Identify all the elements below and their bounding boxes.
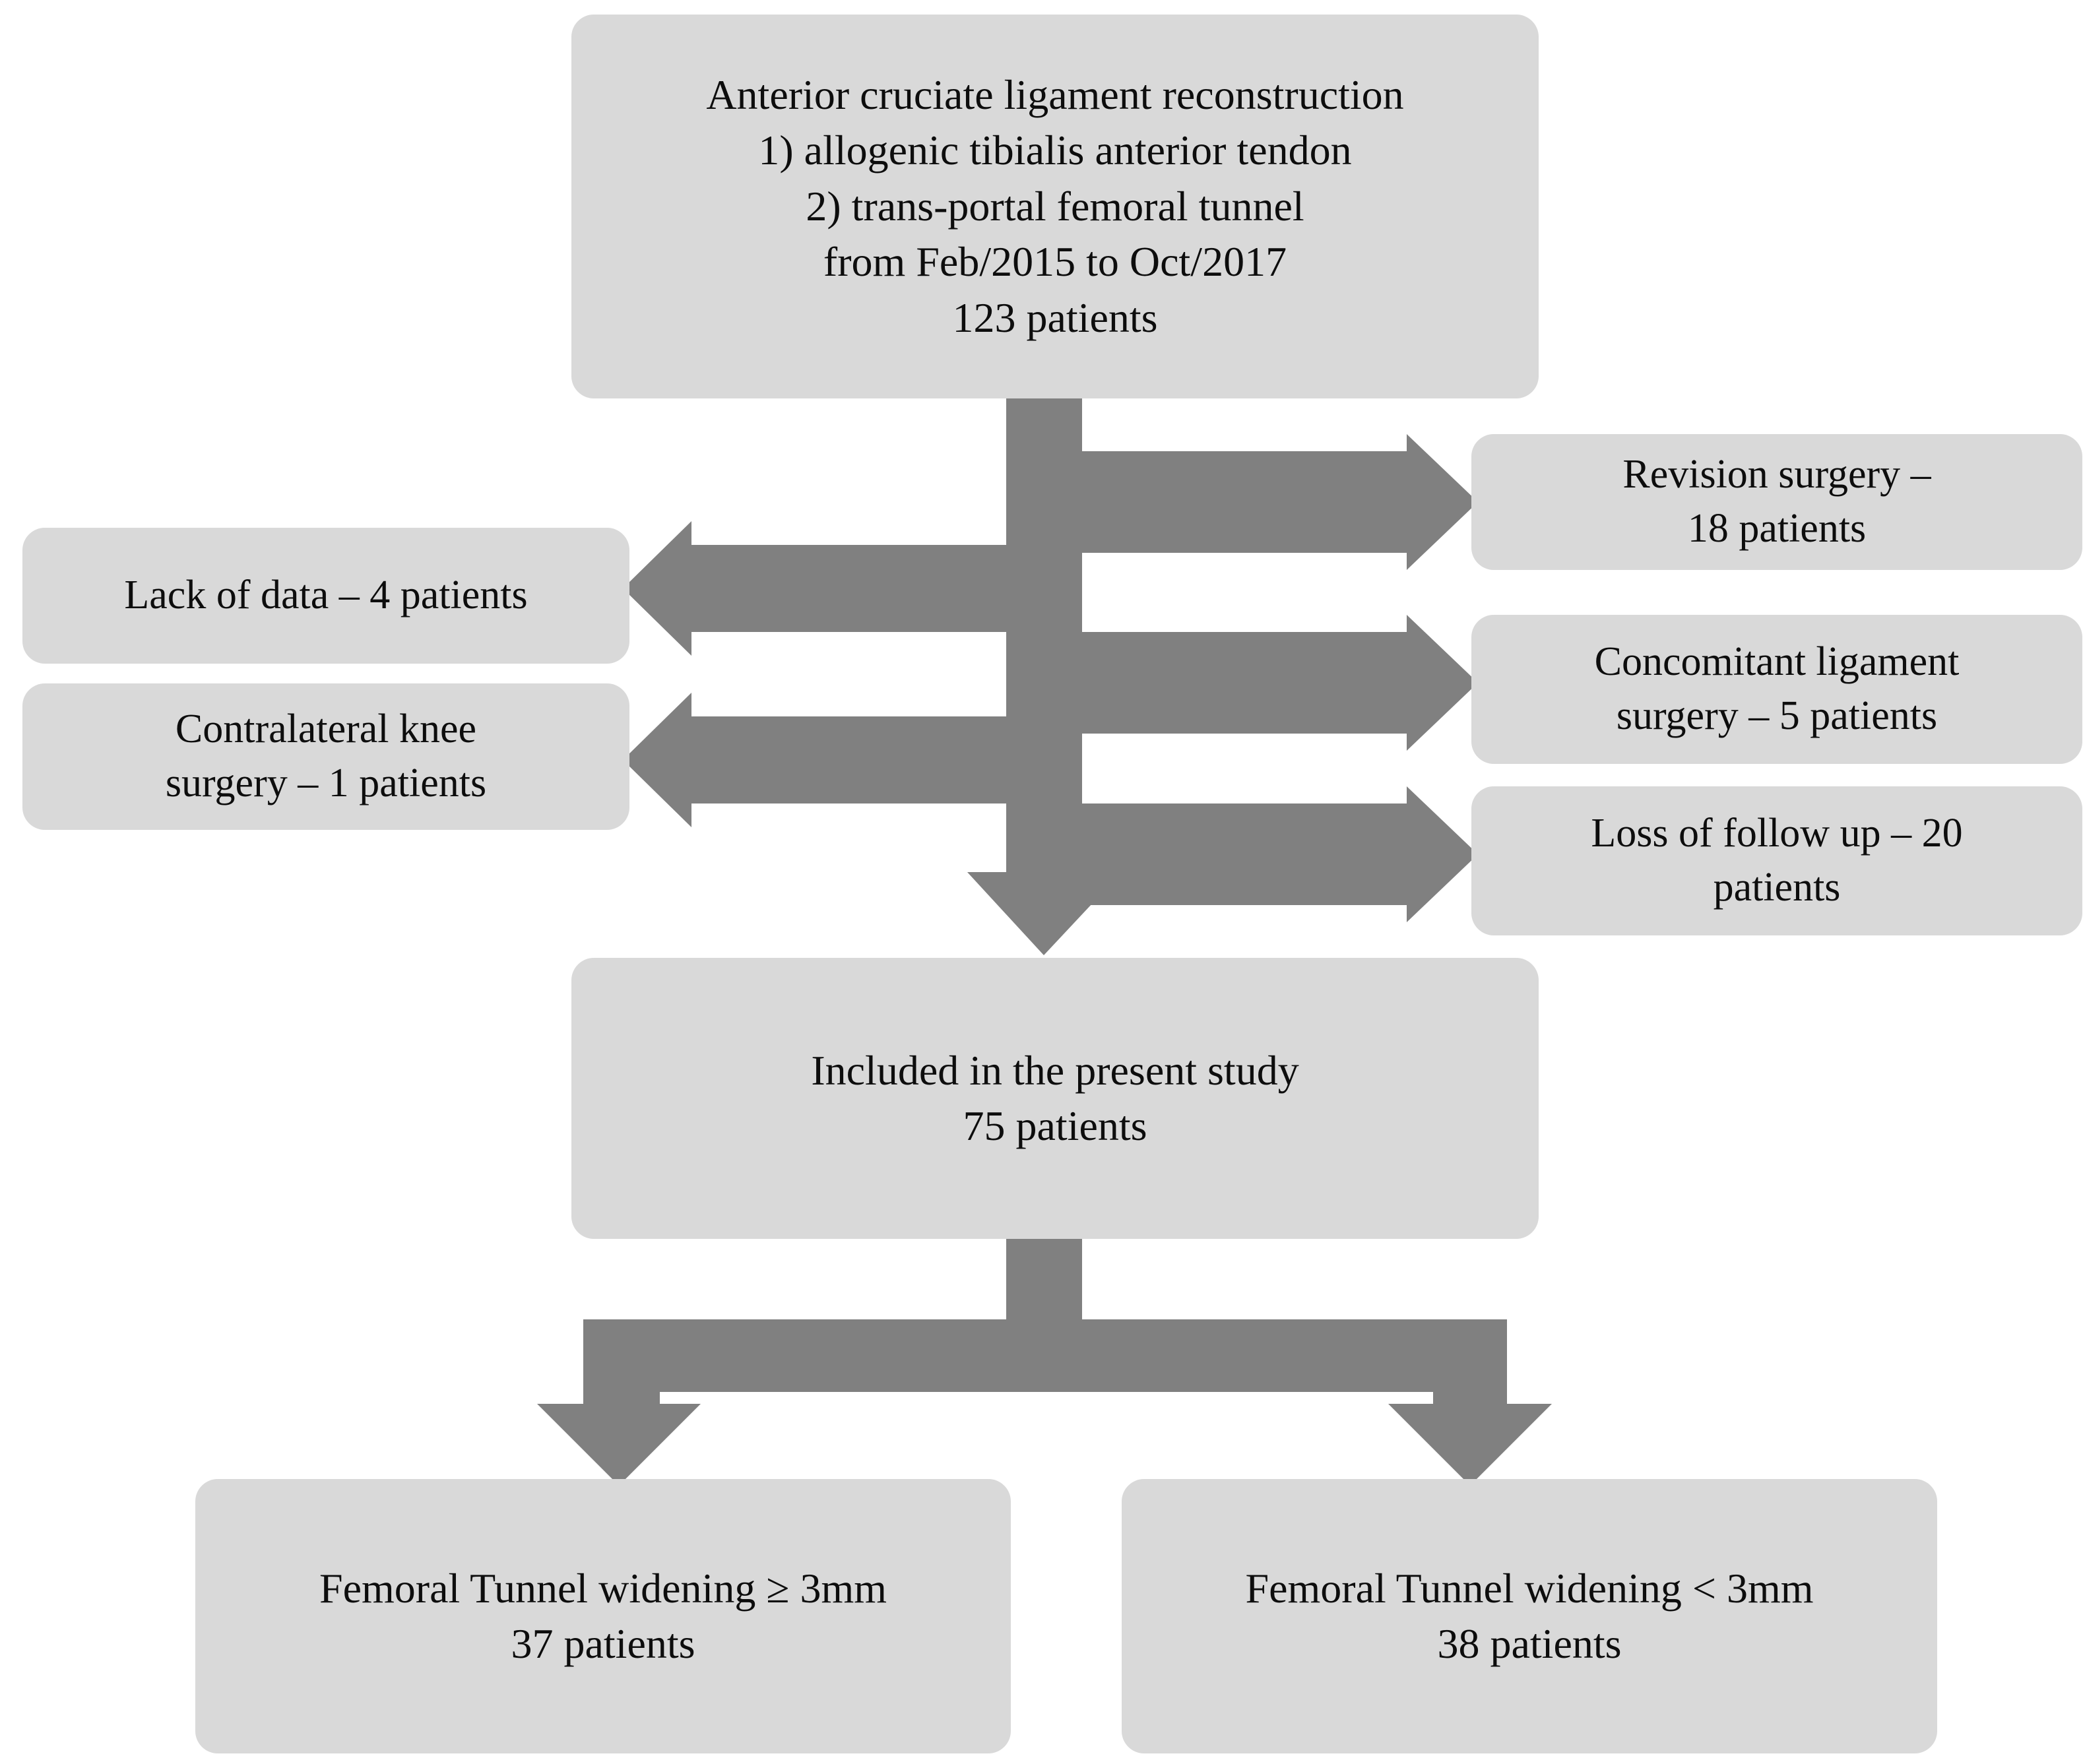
- node-excluded-loss-of-follow-up-label: Loss of follow up – 20 patients: [1591, 811, 1963, 910]
- node-group-widening-lt-3mm-label: Femoral Tunnel widening < 3mm 38 patient…: [1245, 1564, 1814, 1667]
- node-excluded-loss-of-follow-up[interactable]: Loss of follow up – 20 patients: [1471, 786, 2082, 935]
- node-excluded-lack-of-data[interactable]: Lack of data – 4 patients: [22, 528, 629, 664]
- arrow-to-contralateral-knee-surgery: [623, 693, 1008, 827]
- arrow-to-loss-of-follow-up: [1081, 786, 1478, 922]
- node-source-cohort-label: Anterior cruciate ligament reconstructio…: [706, 71, 1404, 341]
- node-excluded-revision-surgery-label: Revision surgery – 18 patients: [1622, 452, 1931, 551]
- node-excluded-concomitant-ligament-surgery-label: Concomitant ligament surgery – 5 patient…: [1594, 639, 1960, 738]
- arrow-included-split-connector: [537, 1235, 1552, 1486]
- node-group-widening-ge-3mm-label: Femoral Tunnel widening ≥ 3mm 37 patient…: [319, 1564, 887, 1667]
- node-source-cohort[interactable]: Anterior cruciate ligament reconstructio…: [571, 15, 1539, 398]
- arrow-to-concomitant-ligament-surgery: [1081, 615, 1478, 751]
- arrow-to-revision-surgery: [1081, 434, 1478, 570]
- arrow-source-to-included: [967, 396, 1122, 955]
- node-excluded-concomitant-ligament-surgery[interactable]: Concomitant ligament surgery – 5 patient…: [1471, 615, 2082, 764]
- node-excluded-contralateral-knee-surgery-label: Contralateral knee surgery – 1 patients: [165, 707, 487, 805]
- node-group-widening-lt-3mm[interactable]: Femoral Tunnel widening < 3mm 38 patient…: [1122, 1479, 1937, 1753]
- node-excluded-revision-surgery[interactable]: Revision surgery – 18 patients: [1471, 434, 2082, 570]
- node-excluded-contralateral-knee-surgery[interactable]: Contralateral knee surgery – 1 patients: [22, 683, 629, 830]
- node-group-widening-ge-3mm[interactable]: Femoral Tunnel widening ≥ 3mm 37 patient…: [195, 1479, 1011, 1753]
- node-included-in-study[interactable]: Included in the present study 75 patient…: [571, 958, 1539, 1239]
- node-excluded-lack-of-data-label: Lack of data – 4 patients: [124, 573, 528, 618]
- arrow-to-lack-of-data: [623, 521, 1008, 656]
- node-included-in-study-label: Included in the present study 75 patient…: [811, 1046, 1299, 1149]
